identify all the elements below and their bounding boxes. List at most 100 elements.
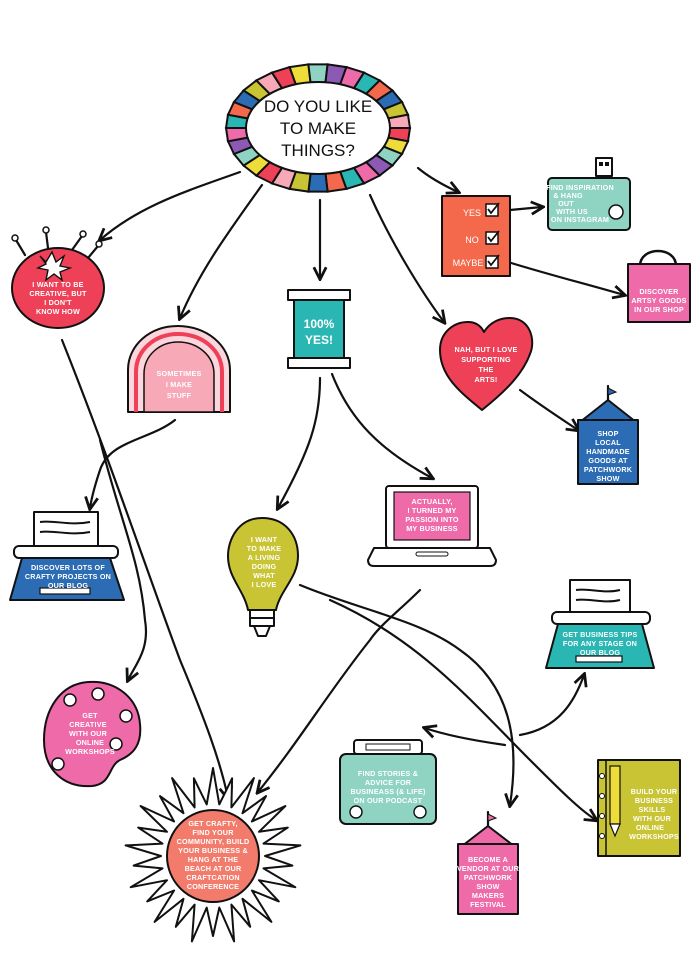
typewriter-left-node: DISCOVER LOTS OF CRAFTY PROJECTS ON OUR … [9,511,125,601]
palette-line-3: WITH OUR [69,729,108,738]
connector-checklist-to-bag [506,260,624,295]
camera-node: FIND INSPIRATION & HANG OUT WITH US ON I… [546,157,631,231]
thread-spool-icon [287,289,351,369]
bulb-line-3: A LIVING [248,553,281,562]
checklist-icon [441,195,511,277]
pincushion-icon [11,226,105,329]
heart-line-1: NAH, BUT I LOVE [455,345,518,354]
connector-pincushion-to-sun [60,338,228,798]
connector-arch-to-typewriter [90,418,177,508]
notebook-line-4: WITH OUR [633,814,672,823]
sun-icon [124,767,302,943]
tent-line-5: PATCHWORK [584,465,633,474]
typewriter-left-line-1: DISCOVER LOTS OF [31,563,105,572]
connector-bulb-to-tent [298,583,513,805]
arch-line-2: I MAKE [166,380,192,389]
connector-heart-to-tent [518,388,578,430]
palette-line-2: CREATIVE [69,720,106,729]
palette-line-4: ONLINE [76,738,104,747]
connector-spool-to-laptop [330,372,432,478]
notebook-line-1: BUILD YOUR [631,787,678,796]
laptop-line-1: ACTUALLY, [411,497,452,506]
tent-small-line-5: MAKERS [472,891,504,900]
bag-line-2: ARTSY GOODS [631,296,686,305]
checklist-item-maybe: MAYBE [453,258,484,268]
bulb-line-1: I WANT [251,535,278,544]
sun-line-7: CRAFTCATION [186,873,240,882]
sun-line-1: GET CRAFTY, [188,819,237,828]
radio-icon [339,739,437,825]
typewriter-icon [545,579,655,669]
camera-line-2: & HANG [553,191,583,200]
heart-icon [439,317,534,411]
camera-line-5: ON INSTAGRAM [551,215,609,224]
radio-line-2: ADVICE FOR [365,778,412,787]
tent-icon [577,384,639,485]
connector-to-typewriter-right [518,675,584,737]
tent-line-1: SHOP [597,429,618,438]
connector-spool-to-bulb [278,376,322,508]
heart-line-2: SUPPORTING [461,355,511,364]
checklist-node: YES NO MAYBE [441,195,511,277]
tent-node: SHOP LOCAL HANDMADE GOODS AT PATCHWORK S… [577,384,639,485]
sun-line-2: FIND YOUR [192,828,234,837]
tent-line-2: LOCAL [595,438,621,447]
typewriter-right-line-3: OUR BLOG [580,648,621,657]
pincushion-node: I WANT TO BE CREATIVE, BUT I DON'T KNOW … [11,226,105,329]
typewriter-right-node: GET BUSINESS TIPS FOR ANY STAGE ON OUR B… [545,579,655,669]
camera-line-1: FIND INSPIRATION [546,183,614,192]
connector-laptop-to-sun [258,588,422,792]
connector-checklist-to-camera [508,207,542,210]
pincushion-line-2: CREATIVE, BUT [29,289,87,298]
sun-center [166,809,260,903]
tent-icon [457,810,519,915]
radio-line-3: BUSINEASS (& LIFE) [350,787,425,796]
center-node [224,63,412,193]
center-text: DO YOU LIKE TO MAKE THINGS? [264,97,372,160]
bag-line-3: IN OUR SHOP [634,305,684,314]
bulb-line-6: I LOVE [252,580,277,589]
notebook-node: BUILD YOUR BUSINESS SKILLS WITH OUR ONLI… [597,759,681,857]
spool-line-2: YES! [305,333,333,347]
ring-segment [307,172,329,193]
heart-line-3: THE [479,365,494,374]
connector-bulb-to-notebook [328,598,596,820]
tent-small-node: BECOME A VENDOR AT OUR PATCHWORK SHOW MA… [457,810,520,915]
center-line-3: THINGS? [281,141,355,160]
radio-line-4: ON OUR PODCAST [354,796,423,805]
paint-palette-icon [43,680,142,788]
typewriter-icon [9,511,125,601]
bulb-line-5: WHAT [253,571,275,580]
spool-node: 100% YES! [287,289,351,369]
tent-small-line-2: VENDOR AT OUR [457,864,520,873]
sun-line-5: HANG AT THE [188,855,239,864]
tent-line-6: SHOW [596,474,619,483]
spool-line-1: 100% [304,317,335,331]
radio-line-1: FIND STORIES & [358,769,418,778]
tent-line-3: HANDMADE [586,447,630,456]
palette-node: GET CREATIVE WITH OUR ONLINE WORKSHOPS [43,680,142,788]
tent-line-4: GOODS AT [588,456,628,465]
bag-node: DISCOVER ARTSY GOODS IN OUR SHOP [627,249,691,323]
pincushion-line-1: I WANT TO BE [32,280,83,289]
pincushion-line-3: I DON'T [44,298,72,307]
tent-small-line-4: SHOW [476,882,499,891]
arch-line-3: STUFF [167,391,192,400]
typewriter-left-line-3: OUR BLOG [48,581,89,590]
sun-node: GET CRAFTY, FIND YOUR COMMUNITY, BUILD Y… [124,767,302,943]
connector-center-to-arch [180,183,264,318]
notebook-line-5: ONLINE [636,823,664,832]
tent-small-line-6: FESTIVAL [470,900,506,909]
checklist-item-yes: YES [463,208,481,218]
tent-small-line-1: BECOME A [468,855,508,864]
sun-line-4: YOUR BUSINESS & [178,846,248,855]
connector-to-radio [425,728,507,747]
bulb-node: I WANT TO MAKE A LIVING DOING WHAT I LOV… [227,517,299,637]
typewriter-right-line-1: GET BUSINESS TIPS [563,630,638,639]
camera-line-3: OUT [558,199,574,208]
camera-icon [547,157,631,231]
heart-line-4: ARTS! [475,375,498,384]
laptop-node: ACTUALLY, I TURNED MY PASSION INTO MY BU… [367,485,497,567]
